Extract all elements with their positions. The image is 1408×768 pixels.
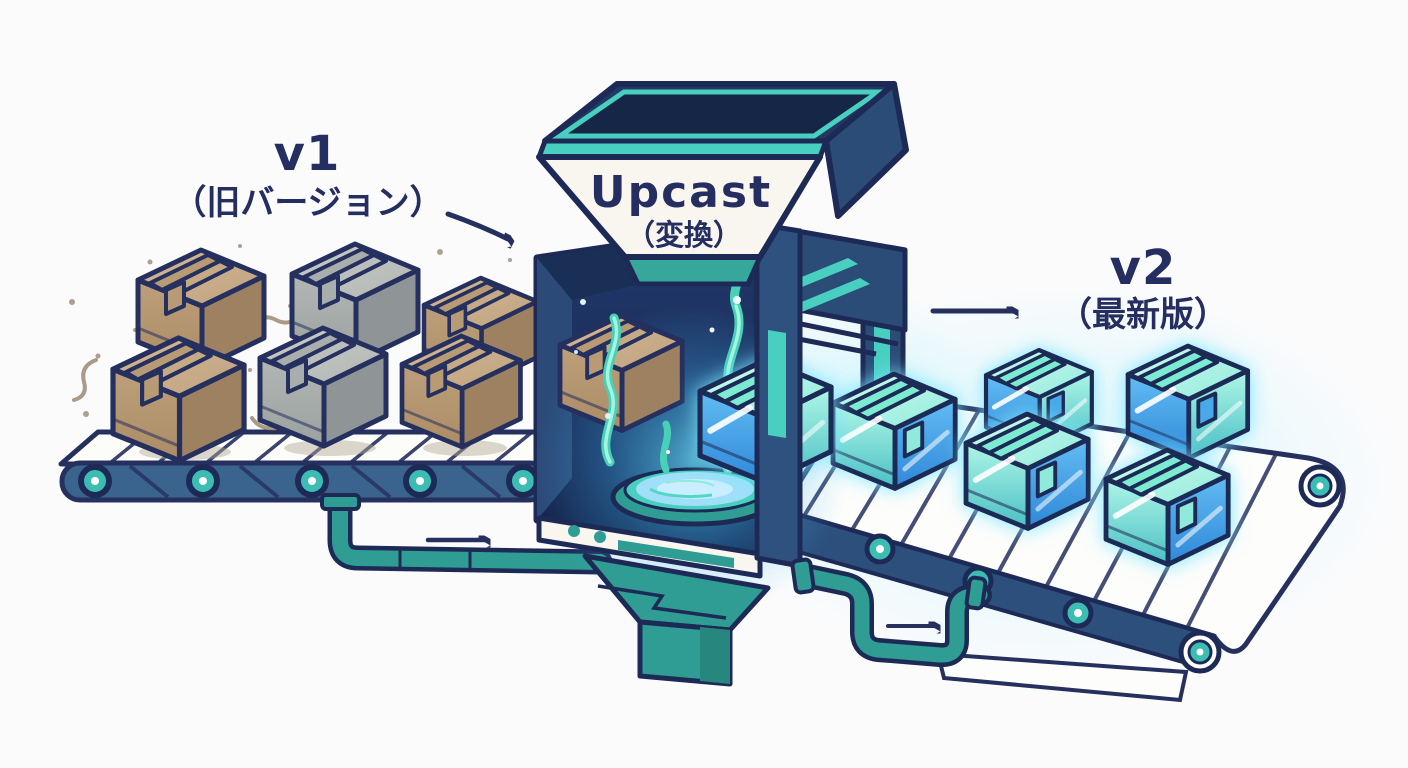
machine-outlet-frame xyxy=(754,221,908,569)
v2-label: v2 xyxy=(1110,240,1177,296)
v2-sub-label: （最新版） xyxy=(1058,295,1228,335)
machine-name-label: Upcast xyxy=(590,167,772,218)
output-pipe-right xyxy=(790,557,992,668)
v2-label-group: v2 （最新版） xyxy=(930,240,1228,335)
machine-name-sub-label: （変換） xyxy=(626,218,742,252)
v1-label-group: v1 （旧バージョン） xyxy=(172,126,510,240)
left-rollers xyxy=(78,464,540,498)
v1-label: v1 xyxy=(274,126,341,182)
v1-sub-label: （旧バージョン） xyxy=(172,183,443,223)
arrow-down-right-icon xyxy=(445,211,510,240)
control-panel xyxy=(536,515,763,579)
conversion-flames xyxy=(601,257,744,475)
feed-pipe-left xyxy=(320,493,613,575)
hopper: Upcast （変換） xyxy=(536,81,909,287)
machine-base xyxy=(582,553,771,687)
